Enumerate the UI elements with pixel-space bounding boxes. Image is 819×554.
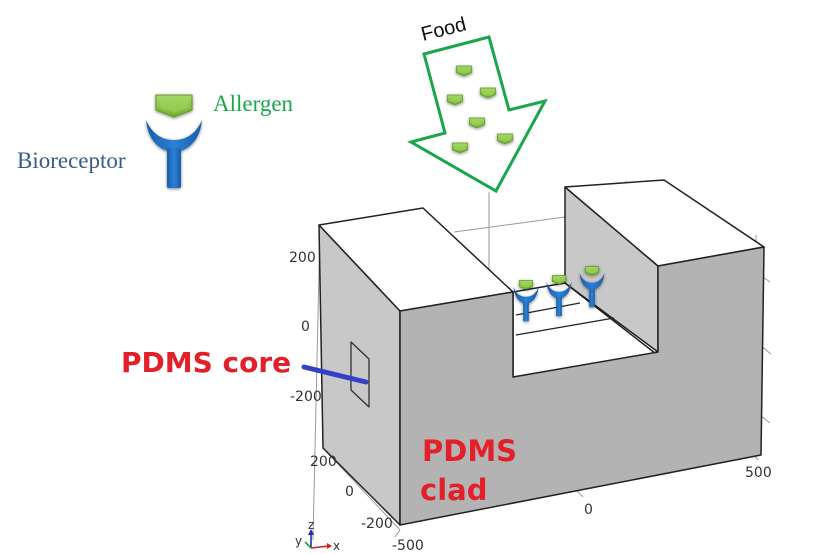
- x-tick: 0: [584, 502, 593, 518]
- z-tick: 200: [289, 250, 316, 266]
- legend: Allergen Bioreceptor: [17, 91, 294, 188]
- bioreceptor-label: Bioreceptor: [17, 148, 126, 173]
- x-tick: -500: [392, 538, 424, 554]
- z-tick: -200: [290, 389, 322, 405]
- food-arrow: Food: [407, 13, 548, 194]
- x-axis-ticks: -500 0 500: [392, 465, 772, 554]
- pdms-clad-block: [318, 179, 765, 526]
- bioreceptor-icon: [146, 120, 202, 188]
- triad-y-label: y: [295, 534, 302, 548]
- y-tick: 0: [345, 484, 354, 500]
- triad-z-label: z: [308, 518, 314, 532]
- allergen-label: Allergen: [213, 91, 294, 116]
- front-face: [399, 246, 765, 526]
- pdms-core-window: [350, 341, 370, 408]
- pdms-clad-label-line2: clad: [420, 473, 487, 507]
- food-arrow-shape: [407, 35, 548, 194]
- pdms-clad-label-line1: PDMS: [422, 434, 517, 468]
- z-axis-ticks: 200 0 -200: [289, 250, 322, 405]
- y-tick: 200: [310, 454, 337, 470]
- triad-x-label: x: [333, 539, 340, 553]
- food-label: Food: [419, 13, 469, 45]
- z-tick: 0: [301, 319, 310, 335]
- core-pointer-line: [301, 364, 369, 385]
- y-axis-ticks: 200 0 -200: [310, 454, 393, 532]
- axis-triad: z y x: [295, 518, 340, 553]
- x-tick: 500: [745, 465, 772, 481]
- pdms-core-label: PDMS core: [121, 346, 291, 379]
- allergen-icon: [155, 94, 193, 118]
- y-tick: -200: [361, 516, 393, 532]
